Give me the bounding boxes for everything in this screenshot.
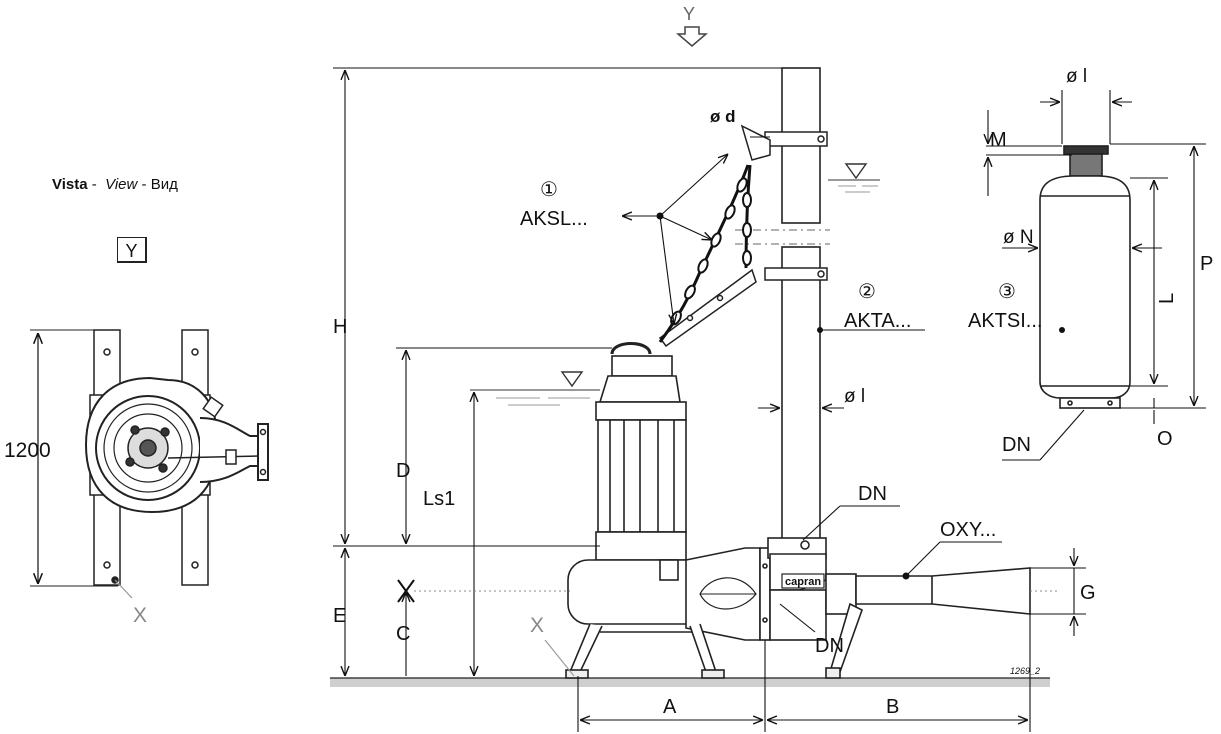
view-arrow-icon <box>675 26 709 47</box>
tube-dn-label: DN <box>1002 434 1031 456</box>
top-view-x-label: X <box>133 604 147 627</box>
tube-dim-L-label: L <box>1156 293 1178 304</box>
view-caption: Vista - View - Вид <box>52 176 178 193</box>
accessory-1-code: AKSL... <box>520 208 588 230</box>
tube-filter <box>1069 153 1103 177</box>
dim-E-label: E <box>333 605 346 627</box>
tube-dim-M-label: M <box>990 129 1007 151</box>
dim-D-label: D <box>396 460 410 482</box>
dim-Ls1-label: Ls1 <box>423 488 455 510</box>
main-x-label: X <box>530 614 544 637</box>
guide-rod-akta <box>658 267 828 348</box>
dim-pipe-l-label: ø l <box>844 386 865 407</box>
ejector-oxy <box>825 567 1031 679</box>
tube-aktsi <box>1039 145 1131 409</box>
top-view-group <box>30 329 269 599</box>
upper-bracket <box>740 124 828 161</box>
view-arrow-label: Y <box>683 4 695 24</box>
dim-C-label: C <box>396 623 410 645</box>
accessory-3-number: ③ <box>998 281 1016 303</box>
dim-H-label: H <box>333 316 347 338</box>
view-caption-en: View <box>105 176 138 193</box>
view-caption-sep-1: - <box>91 176 97 193</box>
accessory-1-number: ① <box>540 179 558 201</box>
tube-dim-O-label: O <box>1157 428 1173 450</box>
dn-top-label: DN <box>858 483 887 505</box>
water-level-lower <box>470 371 600 406</box>
brand-plate <box>781 573 825 589</box>
view-marker-box: Y <box>117 237 147 263</box>
tube-dim-N-label: ø N <box>1003 227 1034 248</box>
view-caption-ru: Вид <box>150 176 178 193</box>
dim-B-label: B <box>886 696 899 718</box>
water-level-upper <box>828 163 880 193</box>
view-caption-it: Vista <box>52 176 88 193</box>
drawing-id: 1269_2 <box>1010 666 1040 676</box>
tube-dim-P-label: P <box>1200 253 1213 275</box>
accessory-2-code: AKTA... <box>844 310 911 332</box>
outlet-flange-top <box>257 423 269 481</box>
dim-G-label: G <box>1080 582 1096 604</box>
pump-motor <box>595 342 687 561</box>
pump-hydraulic <box>565 547 761 679</box>
coupling-flange <box>759 537 827 641</box>
dim-A-label: A <box>663 696 677 718</box>
accessory-2-number: ② <box>858 281 876 303</box>
view-caption-sep-2: - <box>141 176 147 193</box>
dn-bottom-label: DN <box>815 635 844 657</box>
brand-label: capran <box>785 576 821 588</box>
dim-d-label: ø d <box>710 107 736 126</box>
tube-dim-l-label: ø l <box>1066 66 1087 87</box>
accessory-3-code: AKTSI... <box>968 310 1042 332</box>
ground-floor <box>330 678 1050 687</box>
ejector-code: OXY... <box>940 519 996 541</box>
dim-1200-label: 1200 <box>4 439 51 462</box>
